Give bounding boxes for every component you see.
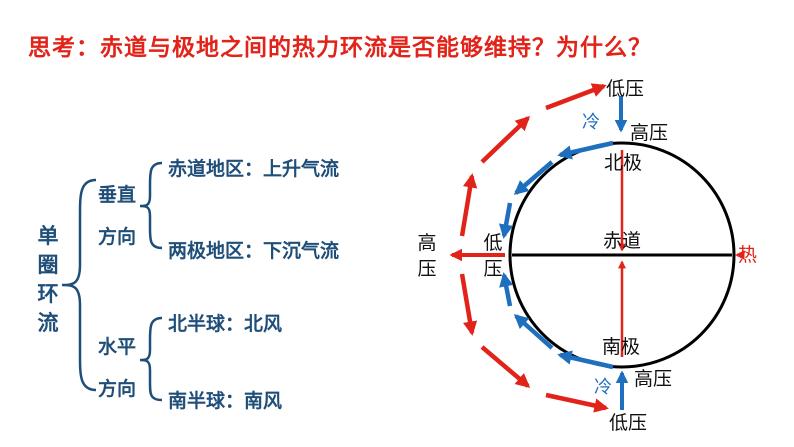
upper-arrow-s1 bbox=[459, 273, 478, 336]
surface-arrow-s2 bbox=[513, 314, 554, 350]
branch-horizontal-1: 水平 bbox=[98, 336, 137, 358]
top-low-label: 低压 bbox=[606, 78, 645, 100]
surface-arrow-s1 bbox=[557, 350, 614, 370]
vertical-item-poles: 两极地区：下沉气流 bbox=[168, 240, 340, 262]
main-bracket bbox=[61, 178, 97, 392]
north-pole-label: 北极 bbox=[604, 152, 643, 174]
upper-arrow-s2 bbox=[480, 345, 531, 388]
horizontal-item-south: 南半球：南风 bbox=[168, 390, 283, 412]
equator-label: 赤道 bbox=[603, 230, 642, 252]
upper-arrow-n3 bbox=[545, 83, 607, 111]
upper-arrow-s3 bbox=[545, 392, 609, 413]
surface-arrow-n1 bbox=[557, 140, 614, 160]
hot-label: 热 bbox=[738, 244, 758, 266]
earth-circle bbox=[508, 141, 736, 369]
bottom-cold-label: 冷 bbox=[594, 377, 612, 398]
vertical-bracket bbox=[139, 161, 163, 250]
horizontal-bracket bbox=[139, 316, 163, 402]
upper-arrow-n1 bbox=[459, 173, 478, 237]
south-pole-label: 南极 bbox=[602, 336, 641, 358]
bottom-high-label: 高压 bbox=[634, 368, 673, 390]
bottom-low-label: 低压 bbox=[609, 412, 648, 434]
horizontal-item-north: 北半球：北风 bbox=[168, 313, 283, 335]
branch-vertical-1: 垂直 bbox=[98, 184, 137, 206]
surface-arrow-n3 bbox=[498, 202, 514, 239]
inner-low-label: 低压 bbox=[483, 232, 503, 280]
vertical-item-equator: 赤道地区：上升气流 bbox=[168, 158, 340, 180]
branch-horizontal-2: 方向 bbox=[98, 378, 137, 400]
outer-high-label: 高压 bbox=[417, 232, 437, 280]
branch-vertical-2: 方向 bbox=[98, 226, 137, 248]
upper-arrow-n2 bbox=[480, 116, 531, 164]
top-cold-label: 冷 bbox=[582, 112, 600, 133]
page-title: 思考：赤道与极地之间的热力环流是否能够维持？为什么？ bbox=[28, 35, 652, 61]
top-high-label: 高压 bbox=[630, 122, 669, 144]
surface-arrow-n2 bbox=[513, 160, 554, 195]
root-label: 单圈环流 bbox=[37, 224, 59, 335]
surface-arrow-s3 bbox=[499, 272, 514, 307]
